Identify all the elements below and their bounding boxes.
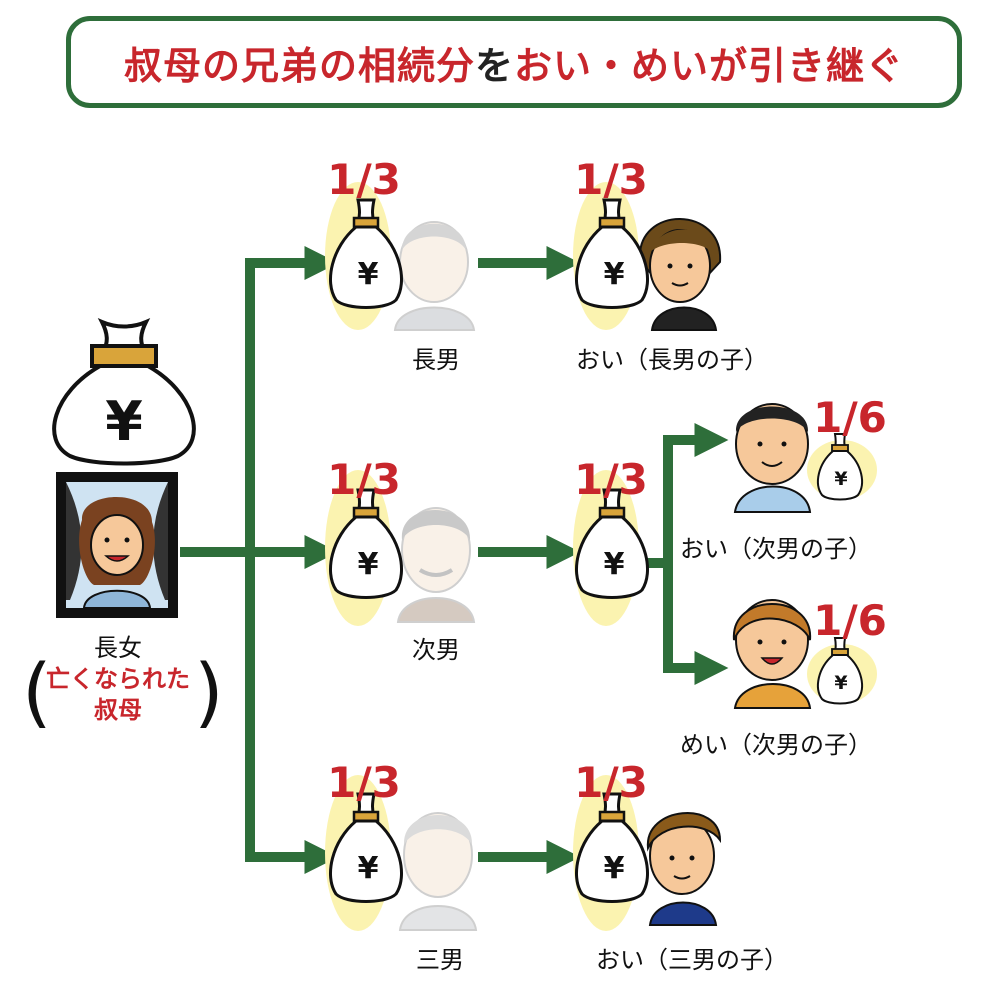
- oi3-share: 1/3: [574, 758, 648, 807]
- sannan-label: 三男: [416, 946, 464, 974]
- mei-share: 1/6: [813, 596, 887, 645]
- oi2-share: 1/6: [813, 393, 887, 442]
- jinan-portrait-icon: [396, 507, 476, 623]
- oi1-portrait-icon: [638, 218, 722, 331]
- oi1-share: 1/3: [574, 155, 648, 204]
- big-money-bag-icon: ¥: [52, 318, 196, 466]
- yen-symbol: ¥: [105, 390, 143, 453]
- title-part1: 叔母の兄弟の相続分: [123, 43, 475, 88]
- page-title: 叔母の兄弟の相続分をおい・めいが引き継ぐ: [124, 35, 904, 90]
- memorial-portrait-icon: [56, 472, 178, 618]
- deceased-note-open-paren: (: [22, 647, 52, 736]
- oi3-portrait-icon: [646, 812, 722, 926]
- jinan-heirs-share: 1/3: [574, 455, 648, 504]
- chonan-portrait-icon: [393, 221, 476, 331]
- oi3-label: おい（三男の子）: [596, 946, 788, 974]
- deceased-note-line1: 亡くなられた: [46, 665, 190, 693]
- sannan-share: 1/3: [327, 758, 401, 807]
- oi1-label: おい（長男の子）: [576, 346, 768, 374]
- deceased-note-line2: 叔母: [94, 696, 142, 725]
- deceased-note: 亡くなられた 叔母: [46, 664, 190, 726]
- title-part2: を: [474, 43, 514, 88]
- mei-label: めい（次男の子）: [680, 731, 872, 759]
- title-part3: おい・めいが引き継ぐ: [514, 43, 905, 88]
- jinan-share: 1/3: [327, 455, 401, 504]
- title-box: 叔母の兄弟の相続分をおい・めいが引き継ぐ: [66, 16, 962, 108]
- jinan-label: 次男: [412, 636, 460, 664]
- deceased-label: 長女: [94, 634, 142, 662]
- oi2-label: おい（次男の子）: [680, 535, 872, 563]
- chonan-label: 長男: [412, 346, 460, 374]
- mei-portrait-icon: [732, 599, 812, 709]
- sannan-portrait-icon: [398, 812, 478, 931]
- oi2-portrait-icon: [733, 403, 812, 513]
- deceased-note-close-paren: ): [194, 647, 224, 736]
- chonan-share: 1/3: [327, 155, 401, 204]
